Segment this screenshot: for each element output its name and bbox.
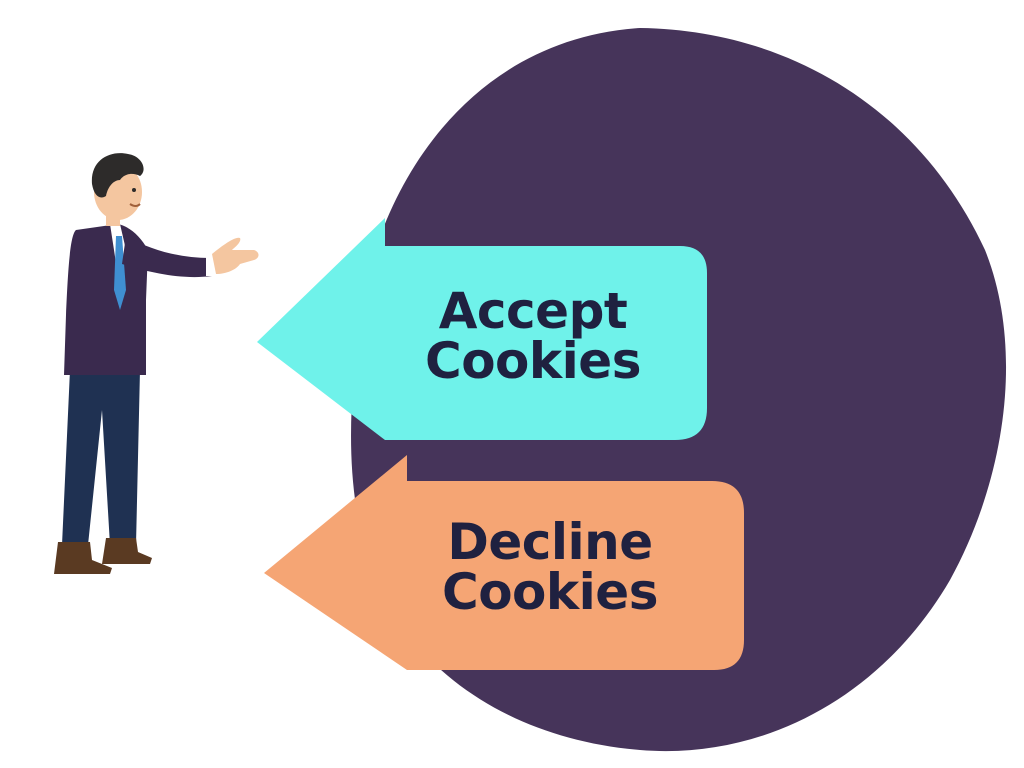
left-arrow-shape-icon	[264, 455, 744, 670]
accept-label-line1: Accept	[438, 282, 628, 340]
left-arrow-shape-icon	[257, 218, 707, 440]
decline-label-line1: Decline	[447, 513, 653, 571]
accept-cookies-button[interactable]: Accept Cookies	[255, 218, 715, 444]
decline-label-line2: Cookies	[442, 563, 658, 621]
businessman-figure-icon	[54, 153, 259, 574]
accept-cookies-label: Accept Cookies	[383, 286, 683, 386]
decline-cookies-label: Decline Cookies	[400, 517, 700, 617]
decline-cookies-button[interactable]: Decline Cookies	[262, 455, 752, 673]
accept-label-line2: Cookies	[425, 332, 641, 390]
